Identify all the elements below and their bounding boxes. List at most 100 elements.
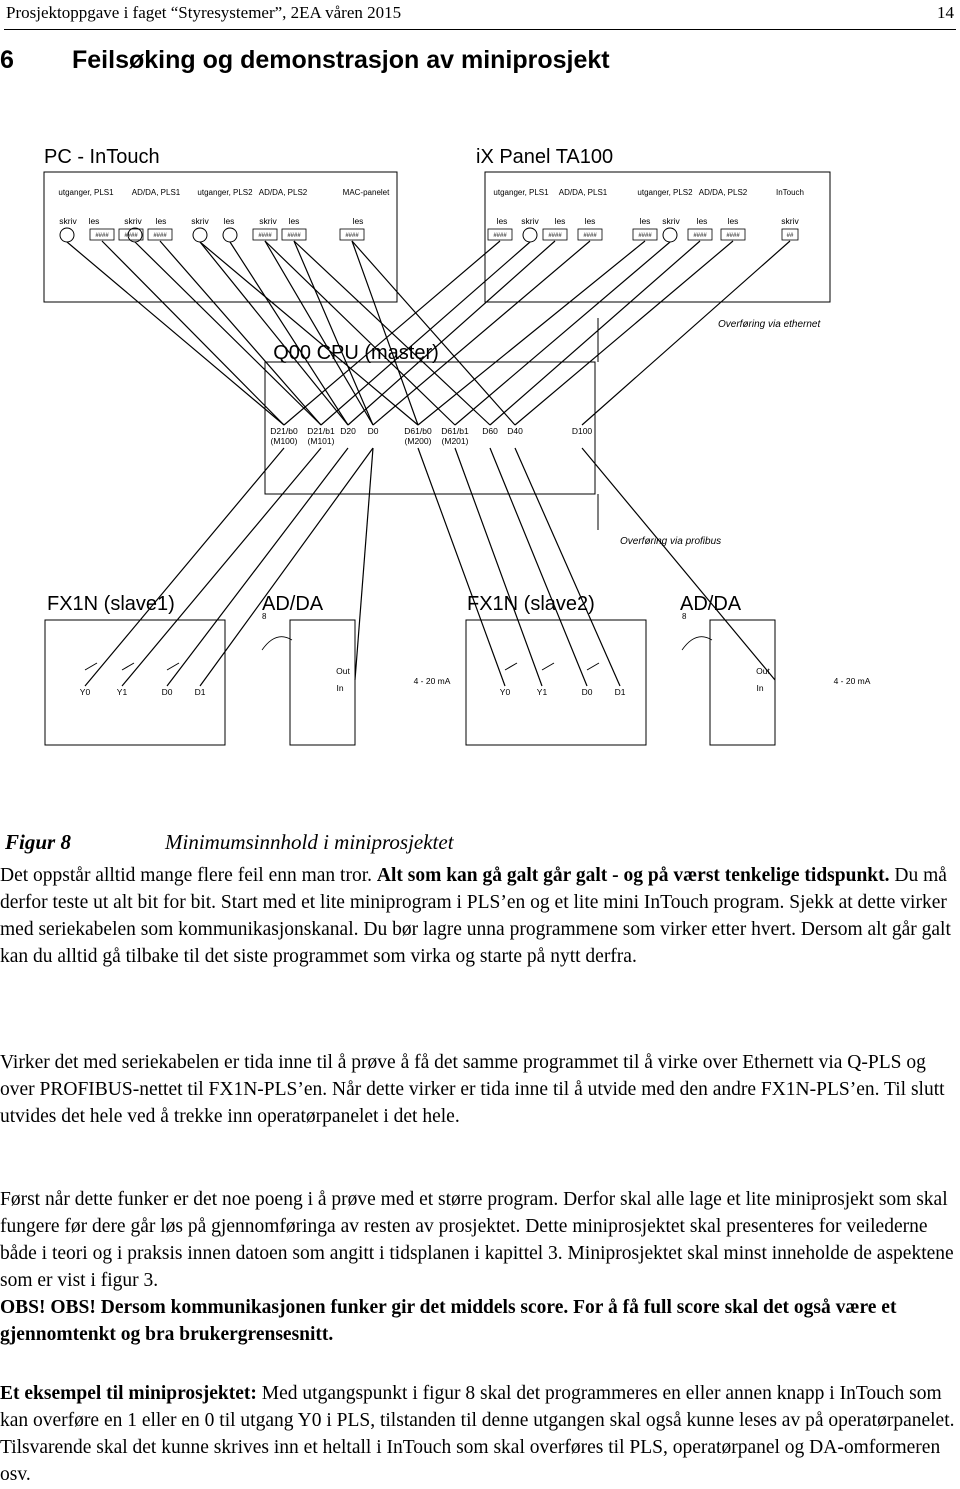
slave2-title: FX1N (slave2) [467, 593, 595, 615]
read-field-value: #### [124, 233, 138, 239]
register-label: D40 [507, 426, 523, 436]
read-field [281, 228, 307, 241]
io-label: Y0 [80, 687, 91, 697]
register-label: (M100) [271, 436, 298, 446]
register-label: D21/b1 [307, 426, 335, 436]
io-label: D0 [162, 687, 173, 697]
read-field [720, 228, 746, 241]
ix-rw-label: les [585, 216, 596, 226]
read-field-value: #### [583, 233, 597, 239]
write-field[interactable] [781, 228, 799, 241]
pc-rw-label: les [89, 216, 100, 226]
pc-rw-label: skriv [59, 216, 77, 226]
switch-icon [166, 662, 180, 671]
read-field-value: #### [548, 233, 562, 239]
ix-rw-label: les [697, 216, 708, 226]
read-field-value: #### [287, 233, 301, 239]
connection-line [351, 240, 419, 426]
ix-panel [484, 171, 831, 303]
p1-rest: Du må derfor teste ut alt bit for bit. S… [0, 865, 951, 967]
ix-rw-label: skriv [662, 216, 680, 226]
paragraph-1: Det oppstår alltid mange flere feil enn … [0, 862, 958, 970]
ix-rw-label: skriv [781, 216, 799, 226]
connection-line [514, 240, 734, 426]
read-field-value: #### [345, 233, 359, 239]
cpu-box [264, 361, 596, 495]
p4-text: Med utgangspunkt i figur 8 skal det prog… [0, 1383, 955, 1485]
read-field-value: #### [693, 233, 707, 239]
adda1-title: AD/DA [262, 593, 324, 615]
out-label: Out [756, 666, 770, 676]
connection-line [417, 447, 506, 687]
p1-intro: Det oppstår alltid mange flere feil enn … [0, 865, 377, 886]
p3-bold: OBS! OBS! Dersom kommunikasjonen funker … [0, 1297, 897, 1345]
adda2-title: AD/DA [680, 593, 742, 615]
write-button[interactable] [662, 227, 678, 243]
pc-rw-label: les [289, 216, 300, 226]
pc-group-label: AD/DA, PLS1 [132, 188, 181, 197]
connection-line [101, 240, 285, 426]
write-button[interactable] [59, 227, 75, 243]
pc-rw-label: les [224, 216, 235, 226]
pc-group-label: MAC-panelet [343, 188, 390, 197]
register-label: (M200) [405, 436, 432, 446]
ix-group-label: AD/DA, PLS1 [559, 188, 608, 197]
adda-arc [681, 636, 713, 651]
read-field [632, 228, 658, 241]
connection-line [199, 241, 419, 426]
register-label: D21/b0 [270, 426, 298, 436]
register-label: (M101) [308, 436, 335, 446]
connection-line [581, 447, 776, 681]
connection-line [581, 240, 791, 426]
switch-icon [504, 662, 518, 671]
connection-line [354, 447, 374, 681]
paragraph-3: Først når dette funker er det noe poeng … [0, 1186, 958, 1348]
header-rule [4, 29, 956, 30]
read-field [339, 228, 365, 241]
in-label: In [756, 683, 763, 693]
pc-rw-label: les [156, 216, 167, 226]
paragraph-2: Virker det med seriekabelen er tida inne… [0, 1049, 958, 1130]
section-title: Feilsøking og demonstrasjon av miniprosj… [72, 46, 610, 74]
connection-line [159, 240, 322, 426]
page-header: Prosjektoppgave i faget “Styresystemer”,… [6, 3, 958, 29]
read-field-value: #### [493, 233, 507, 239]
register-label: (M201) [442, 436, 469, 446]
io-label: D0 [582, 687, 593, 697]
register-label: D61/b1 [441, 426, 469, 436]
connection-line [166, 447, 349, 687]
caption-text: Minimumsinnhold i miniprosjektet [165, 830, 454, 854]
p1-bold: Alt som kan gå galt går galt - og på vær… [376, 865, 890, 886]
connection-line [121, 447, 322, 687]
slave1-title: FX1N (slave1) [47, 593, 175, 615]
write-button[interactable] [222, 227, 238, 243]
read-field [542, 228, 568, 241]
pc-group-label: AD/DA, PLS2 [259, 188, 308, 197]
adda2-number: 8 [682, 612, 687, 621]
io-label: D1 [195, 687, 206, 697]
adda1-box [289, 619, 356, 746]
write-button[interactable] [192, 227, 208, 243]
register-label: D61/b0 [404, 426, 432, 436]
connection-line [320, 241, 531, 426]
connection-line [489, 447, 588, 687]
connection-line [372, 240, 591, 426]
read-field-value: #### [638, 233, 652, 239]
switch-icon [121, 662, 135, 671]
write-button[interactable] [522, 227, 538, 243]
slave2-box [465, 619, 647, 746]
register-label: D100 [572, 426, 593, 436]
section-number: 6 [0, 46, 14, 74]
pc-group-label: utganger, PLS1 [58, 188, 114, 197]
read-field [147, 228, 173, 241]
out-label: Out [336, 666, 350, 676]
read-field-value: #### [153, 233, 167, 239]
ix-rw-label: les [497, 216, 508, 226]
read-field [577, 228, 603, 241]
connection-line [199, 241, 349, 426]
register-label: D20 [340, 426, 356, 436]
p3-text: Først når dette funker er det noe poeng … [0, 1189, 954, 1291]
io-label: Y1 [537, 687, 548, 697]
connection-line [454, 241, 671, 426]
